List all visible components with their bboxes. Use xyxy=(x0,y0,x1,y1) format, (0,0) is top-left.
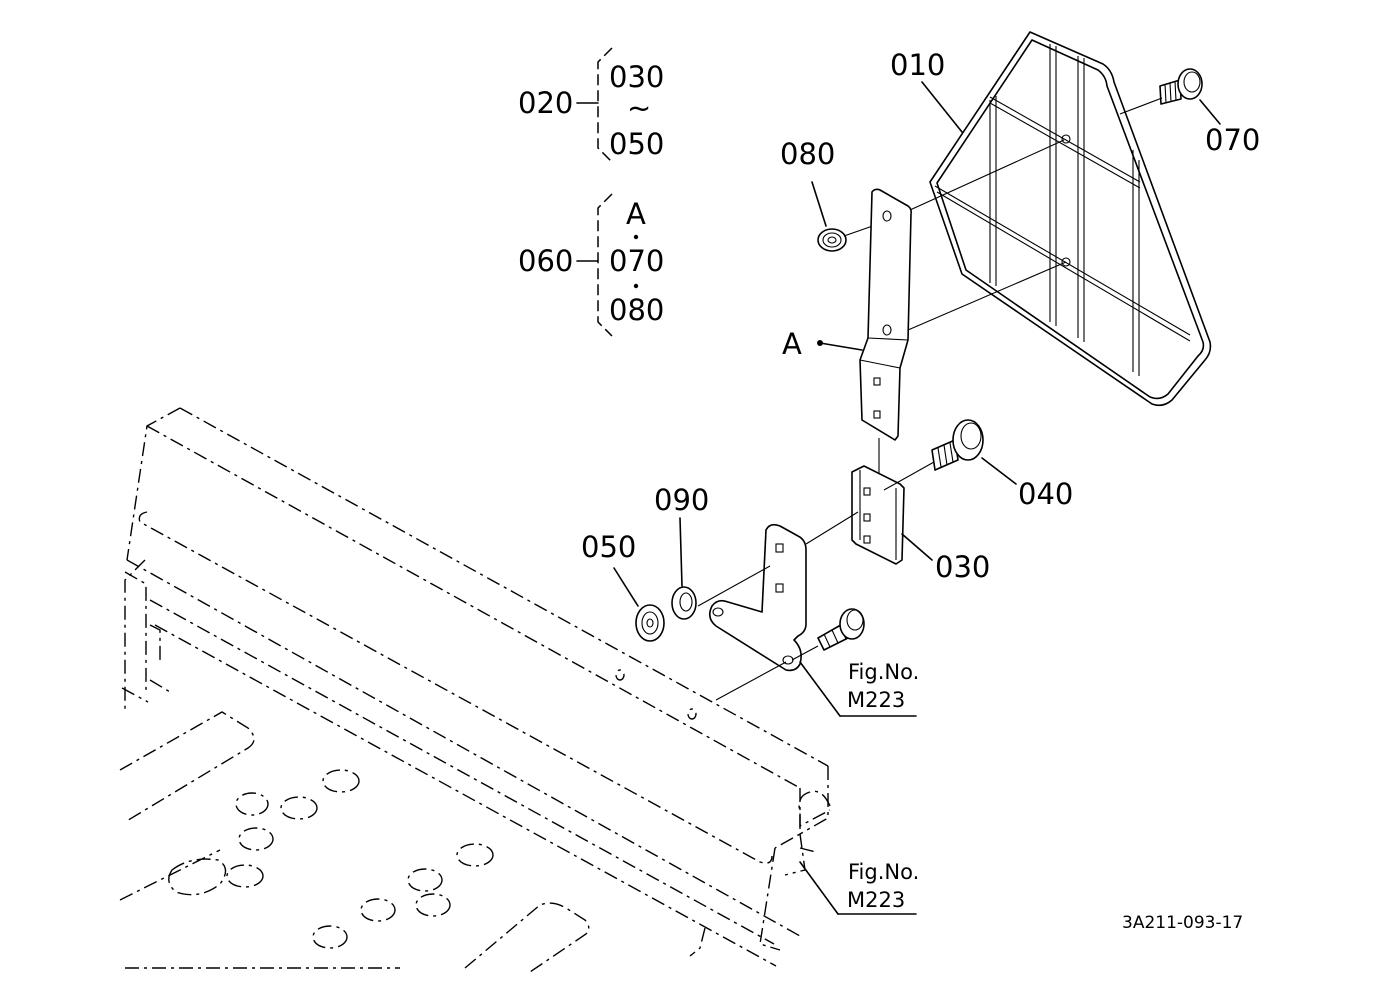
range-tilde: ~ xyxy=(627,91,651,125)
fig-ref-label: Fig.No. xyxy=(848,660,919,684)
figure-ref-2: Fig.No. M223 xyxy=(799,860,919,915)
fig-ref-number: M223 xyxy=(847,688,905,712)
callout-090: 090 xyxy=(654,483,709,517)
callout-020: 020 xyxy=(518,86,573,120)
nut-080 xyxy=(817,228,847,252)
set-item-A: A xyxy=(626,197,646,231)
callout-050-range: 050 xyxy=(609,127,664,161)
set-item-070: 070 xyxy=(609,244,664,278)
floor-holes xyxy=(168,769,494,949)
callout-030-range: 030 xyxy=(609,60,664,94)
bolt-figref xyxy=(817,608,865,651)
callout-040: 040 xyxy=(1018,477,1073,511)
spring-washer-090 xyxy=(671,586,697,620)
fig-ref-number: M223 xyxy=(847,888,905,912)
nut-050 xyxy=(635,604,665,642)
bolt-040 xyxy=(931,419,984,471)
frame-phantom xyxy=(119,407,831,973)
bolt-070 xyxy=(1159,68,1203,105)
bracket-030 xyxy=(851,465,905,565)
callout-010: 010 xyxy=(890,48,945,82)
callout-legend-060: 060 A 070 080 xyxy=(518,193,664,337)
set-item-080: 080 xyxy=(609,293,664,327)
set-dot xyxy=(633,234,639,240)
callout-legend-020: 020 030 ~ 050 xyxy=(518,47,664,163)
bracket-plate-A xyxy=(859,188,912,441)
set-dot xyxy=(633,283,639,289)
callout-030: 030 xyxy=(935,550,990,584)
callout-050: 050 xyxy=(581,530,636,564)
drawing-code: 3A211-093-17 xyxy=(1122,913,1243,933)
callout-080: 080 xyxy=(780,137,835,171)
callout-070: 070 xyxy=(1205,123,1260,157)
part-A-label: A xyxy=(782,327,802,361)
callout-060: 060 xyxy=(518,244,573,278)
mounting-bracket xyxy=(708,523,807,672)
fig-ref-label: Fig.No. xyxy=(848,860,919,884)
triangle-reflector xyxy=(929,31,1212,407)
figure-ref-1: Fig.No. M223 xyxy=(799,660,919,717)
